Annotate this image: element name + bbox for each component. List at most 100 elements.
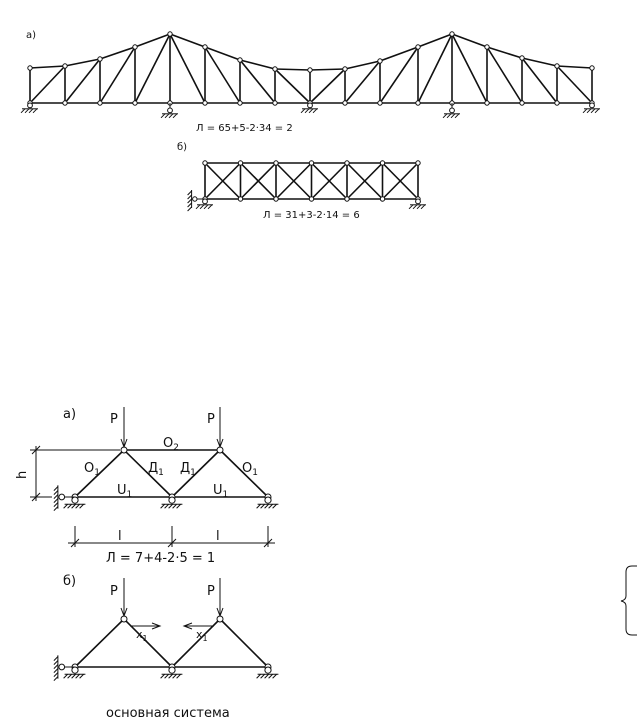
diagonal-member [309,68,346,104]
diagonal-member [556,65,593,104]
bottom-left-label: U1 [117,483,132,500]
top-node [202,44,208,50]
top-node [589,65,595,71]
hatch-stroke [172,503,177,509]
load-arrow-left-b [120,578,128,618]
fig2-formula: Л = 7+4-2·5 = 1 [106,551,215,566]
hatch-stroke [412,204,418,210]
height-tick [31,492,41,502]
top-node [415,160,421,166]
top-chord [134,33,171,48]
support-pin [168,666,176,674]
pin-support-d-right [256,666,279,679]
hatch-stroke [408,204,414,210]
hatch-stroke [168,113,174,119]
roller-wheel [167,107,173,114]
top-chord [169,33,206,48]
support-pin [415,198,421,205]
top-chord [239,59,276,70]
hatch-stroke [256,673,261,679]
hatch-stroke [582,108,588,114]
chord-right [219,618,269,668]
top-chord [379,46,419,62]
hatch-stroke [264,503,269,509]
fig2-label-b: б) [63,574,76,589]
hatch-stroke [79,503,84,509]
wall-hatch [53,668,59,673]
load-head [120,607,128,618]
top-node [415,44,421,50]
bottom-node [415,100,421,106]
fig1-formula-a: Л = 65+5-2·34 = 2 [196,123,293,134]
hatch-stroke [79,673,84,679]
wall-hatch [53,490,59,495]
height-tick [31,445,41,455]
diagonal-member [29,65,66,104]
fig1-formula-b: Л = 31+3-2·14 = 6 [263,210,360,221]
unknown-force-x1-left [130,622,162,630]
top-chord [486,46,523,59]
diagonal-left [123,618,173,668]
load-arrow-right-b [216,578,224,618]
top-node [554,63,560,69]
support-pin [307,102,313,109]
top-node [344,160,350,166]
top-node [202,160,208,166]
hatch-stroke [272,673,277,679]
load-head [216,438,224,449]
support-hatch [582,108,600,114]
top-chord [309,68,346,71]
top-node [62,63,68,69]
bottom-node [344,196,350,202]
top-node [377,58,383,64]
top-chord [99,46,136,60]
support-hatch [63,673,86,679]
height-label: h [15,471,30,479]
bottom-node [237,196,244,202]
span-tick [263,538,273,548]
roller-hatch [442,113,460,119]
support-hatch [256,503,279,509]
support-hatch [160,503,183,509]
hatch-stroke [176,673,181,679]
diagonal-member [134,33,171,104]
top-node [308,160,315,166]
load-arrow-left [120,407,128,449]
bottom-node [62,100,68,106]
hatch-stroke [63,503,68,509]
hatch-stroke [67,673,72,679]
support-pin [589,102,595,109]
pin-support-c-left [63,496,86,509]
bottom-node [554,100,560,106]
wall-hatch [187,194,192,200]
cross-diagonal [204,162,242,200]
load-right-label: P [207,412,215,427]
top-chord [29,65,66,69]
diagonal-member [344,60,381,104]
hatch-stroke [164,503,169,509]
chord-O1-right [219,449,269,498]
hatch-stroke [304,108,310,114]
support-hatch [63,503,86,509]
top-chord [344,60,381,70]
roller-hatch [160,113,178,119]
hatch-stroke [164,673,169,679]
wall-hatch [187,206,192,212]
top-node [307,67,313,73]
hatch-stroke [71,503,76,509]
hatch-stroke [164,113,170,119]
truss-b-cross-braced [187,160,426,212]
wall-pin [58,663,66,671]
base-system-caption: основная система [106,706,230,721]
load-head [216,607,224,618]
hatch-stroke [446,113,452,119]
diag-right-label: Д1 [180,461,196,478]
load-left-b-label: P [110,584,118,599]
hatch-stroke [172,113,178,119]
diagonal-member [451,33,488,104]
span-tick [167,538,177,548]
top-chord [204,46,241,61]
diagonal-member [204,46,241,104]
diagonal-member [379,46,419,104]
top-chord [451,33,488,48]
